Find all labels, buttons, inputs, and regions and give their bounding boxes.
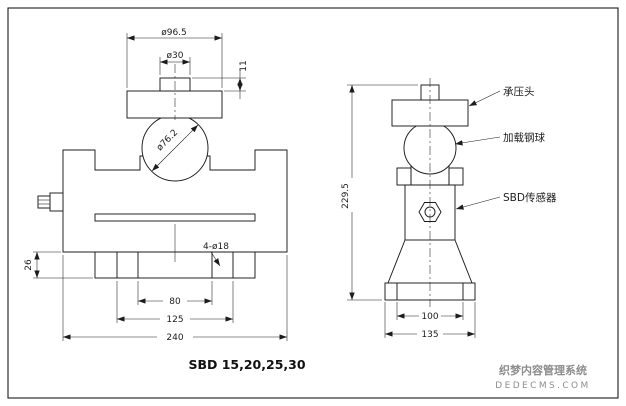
dim-boss-height: 11: [192, 60, 249, 99]
dim-base-100: 100: [396, 302, 464, 322]
sensor-label: SBD传感器: [503, 191, 557, 204]
dim-base-135: 135: [384, 302, 476, 340]
pressure-head-front: [126, 77, 223, 119]
dim-label-base-100: 100: [421, 312, 438, 322]
dim-label-width-125: 125: [166, 315, 183, 325]
dim-width-80: 80: [137, 281, 213, 307]
hex-nut: [418, 202, 442, 222]
dim-label-boss-height: 11: [239, 60, 249, 71]
front-view: ø96.5 ø30 11 ø76.2 4-: [24, 28, 288, 343]
part-callouts: 承压头 加载钢球 SBD传感器: [454, 86, 557, 210]
dim-base-height: 26: [24, 251, 93, 279]
dim-label-boss-od: ø30: [167, 51, 184, 61]
watermark-domain: DEDECMS.COM: [495, 381, 590, 391]
dim-width-240: 240: [62, 255, 288, 343]
dim-boss-diameter: ø30: [159, 51, 191, 75]
watermark: 织梦内容管理系统 DEDECMS.COM: [495, 363, 590, 391]
holes-callout: 4-ø18: [203, 242, 229, 267]
dim-label-width-80: 80: [169, 297, 181, 307]
dim-label-cap-od: ø96.5: [161, 28, 187, 38]
load-cell-body-front: [62, 149, 288, 279]
drawing-title: SBD 15,20,25,30: [188, 357, 305, 372]
dim-width-125: 125: [116, 281, 234, 325]
dim-cap-diameter: ø96.5: [126, 28, 223, 88]
steel-ball-label: 加载钢球: [503, 131, 545, 144]
side-view: 229.5 100 135 承压头 加载钢球 SBD传感器: [341, 78, 557, 340]
cable-connector: [37, 192, 64, 212]
drawing-border: [7, 7, 619, 399]
pressure-head-label: 承压头: [503, 86, 535, 98]
dim-total-height: 229.5: [341, 84, 418, 301]
dim-label-base-135: 135: [421, 330, 438, 340]
dim-label-base-height: 26: [24, 259, 34, 271]
watermark-text: 织梦内容管理系统: [499, 363, 587, 377]
dim-label-width-240: 240: [166, 333, 183, 343]
holes-label: 4-ø18: [203, 242, 229, 252]
dim-label-height-229: 229.5: [341, 183, 351, 209]
